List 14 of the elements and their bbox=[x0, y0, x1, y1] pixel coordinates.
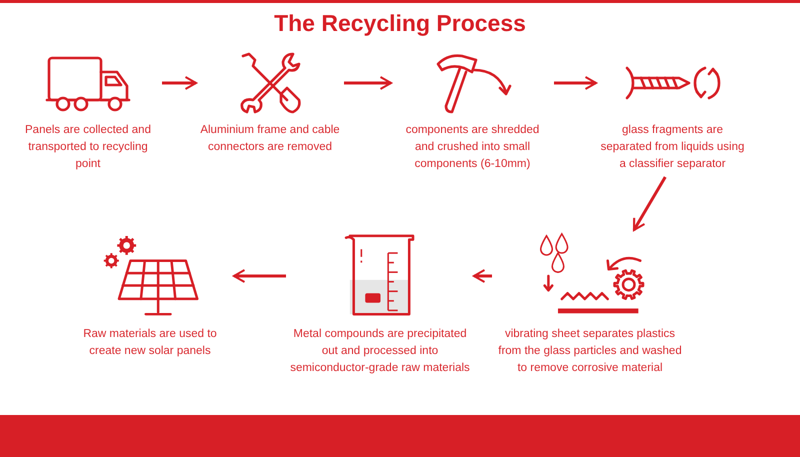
step-text: vibrating sheet separates plastics from the glass particles and washed to remove corrosive material bbox=[497, 327, 683, 376]
step-text: components are shredded and crushed into small components (6-10mm) bbox=[404, 123, 540, 172]
arrow bbox=[632, 176, 667, 232]
step-text: glass fragments are separated from liquids using a classifier separator bbox=[600, 123, 745, 172]
arrow bbox=[344, 76, 392, 90]
arrow bbox=[232, 268, 286, 284]
step-text: Raw materials are used to create new solar panels bbox=[82, 327, 218, 359]
arrow bbox=[554, 76, 598, 90]
step-text: Aluminium frame and cable connectors are removed bbox=[200, 123, 340, 155]
step-text: Panels are collected and transported to recycling point bbox=[24, 123, 152, 172]
title: The Recycling Process bbox=[274, 10, 526, 36]
step-text: Metal compounds are precipitated out and processed into semiconductor-grade raw materials bbox=[290, 327, 470, 376]
arrow bbox=[162, 76, 198, 90]
arrow bbox=[472, 268, 492, 284]
